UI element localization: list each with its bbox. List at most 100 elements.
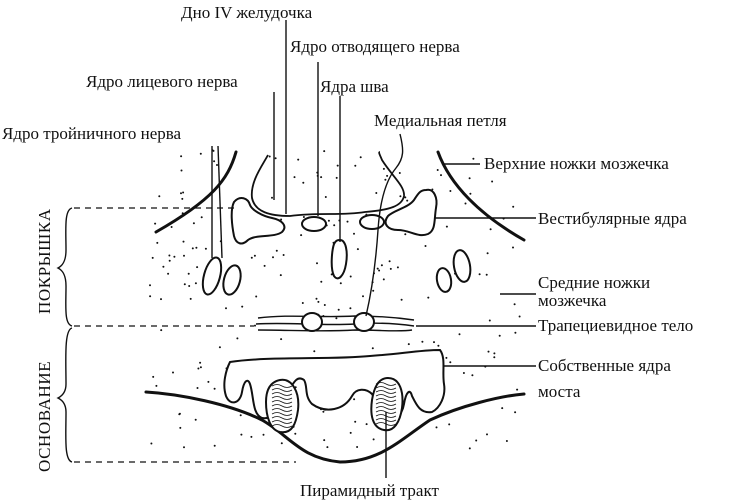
stipple-dot [372,438,375,441]
stipple-dot [167,272,170,275]
stipple-dot [254,324,256,327]
stipple-dot [486,252,489,255]
fiber-stroke [375,386,397,390]
stipple-dot [170,226,173,228]
left-abducens-nucleus [301,216,327,232]
stipple-dot [194,418,197,421]
stipple-dot [250,256,253,259]
stipple-dot [326,446,329,449]
stipple-dot [404,196,407,199]
stipple-dot [505,440,508,442]
stipple-dot [151,256,154,259]
stipple-dot [433,341,435,344]
stipple-dot [239,414,242,417]
stipple-dot [162,265,165,268]
stipple-dot [178,413,181,416]
label-raphe-nuclei: Ядра шва [320,77,389,96]
stipple-dot [188,285,191,287]
stipple-dot [380,264,383,267]
stipple-dot [191,247,194,250]
stipple-dot [187,272,190,275]
stipple-dot [216,164,218,166]
stipple-dot [194,282,197,285]
stipple-dot [253,254,256,257]
stipple-dot [196,266,199,269]
stipple-dot [471,374,474,377]
fiber-stroke [271,424,293,428]
stipple-dot [179,426,182,429]
fiber-stroke [375,390,397,394]
stipple-dot [172,371,174,374]
stipple-dot [389,267,392,270]
stipple-dot [487,350,490,353]
stipple-dot [280,218,283,221]
stipple-dot [250,435,253,438]
stipple-dot [514,411,517,414]
stipple-dot [275,249,278,252]
stipple-dot [168,254,171,257]
stipple-dot [199,361,202,364]
fiber-stroke [271,400,293,404]
stipple-dot [469,192,472,195]
stipple-dot [514,331,517,334]
stipple-dot [282,254,285,256]
stipple-dot [213,160,216,163]
fourth-ventricle-floor [250,151,405,217]
stipple-dot [212,149,215,152]
stipple-dot [192,222,195,225]
stipple-dot [263,264,266,267]
stipple-dot [375,192,378,194]
stipple-dot [518,315,521,318]
stipple-dot [349,431,352,434]
stipple-dot [189,297,192,300]
stipple-dot [356,248,359,251]
stipple-dot [173,255,176,258]
stipple-dot [378,269,381,272]
fiber-stroke [271,392,293,396]
stipple-dot [199,152,202,155]
stipple-dot [356,446,359,448]
stipple-dot [313,350,316,353]
stipple-dot [213,444,216,447]
stipple-dot [196,387,199,389]
basis-pontis-contour [144,390,526,464]
stipple-dot [280,442,283,445]
leader-lines [211,20,536,478]
stipple-dot [404,233,407,236]
trapezoid-body-fibers [255,315,415,332]
stipple-dot [297,158,300,161]
fiber-stroke [271,388,293,392]
stipple-dot [349,307,352,310]
stipple-dot [512,246,514,249]
stipple-dot [322,410,325,413]
pontine-nuclei-region [223,348,446,422]
label-trigeminal-nucleus: Ядро тройничного нерва [2,124,182,143]
stipple-dot [399,195,402,198]
right-vestibular-nucleus [384,188,438,237]
stipple-dot [396,266,399,269]
stipple-dot [241,305,244,308]
stipple-dot [407,343,410,346]
raphe-nucleus [330,238,348,280]
label-vestibular-nuclei: Вестибулярные ядра [538,209,687,228]
stipple-dot [323,304,326,306]
stipple-dot [372,289,375,292]
stipple-dot [218,346,221,349]
fiber-stroke [271,384,293,388]
stipple-dot [339,282,342,285]
stipple-dot [501,407,504,410]
fiber-stroke [271,412,293,416]
stipple-dot [272,256,274,259]
stipple-dot [180,155,183,158]
stipple-dot [183,254,185,257]
stipple-dot [336,164,339,167]
label-medial-lemniscus: Медиальная петля [374,111,507,130]
stipple-dot [168,259,171,262]
stipple-dot [180,169,183,172]
fiber-stroke [271,416,293,420]
stipple-dot [268,155,271,158]
left-vestibular-nucleus [230,197,286,245]
stipple-dot [323,150,326,153]
